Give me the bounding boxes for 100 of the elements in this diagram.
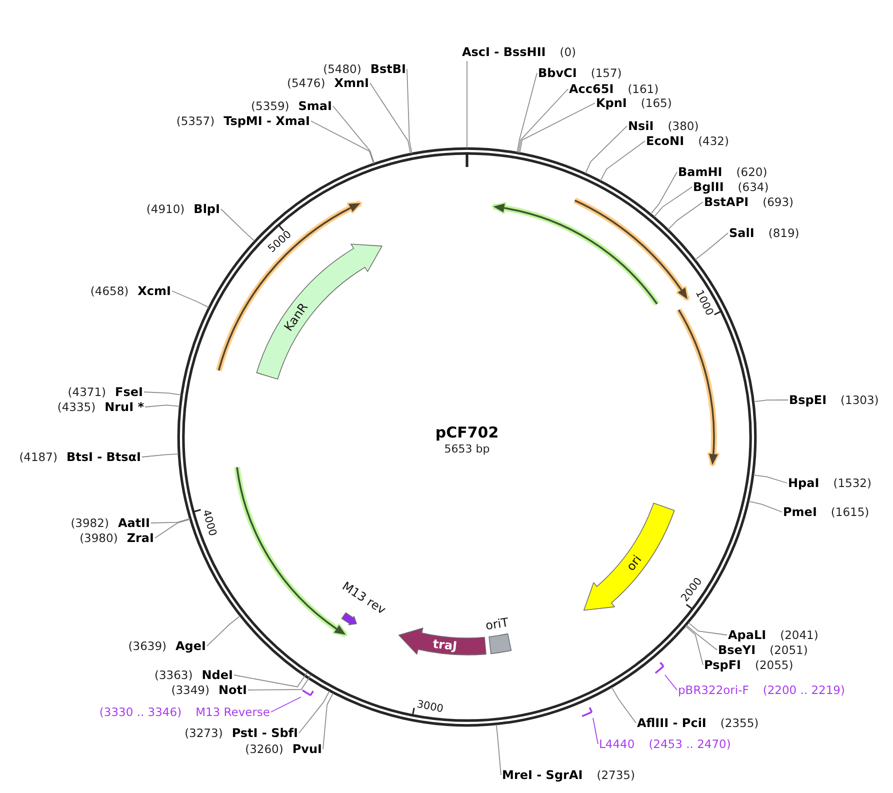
site-position: (3260) <box>245 741 284 757</box>
site-position: (620) <box>736 164 768 180</box>
enzyme-name: BstAPI <box>704 194 749 210</box>
leader-line <box>322 692 334 750</box>
site-position: (1615) <box>830 504 870 520</box>
leader-line <box>668 202 704 230</box>
leader-line <box>144 392 182 396</box>
enzyme-name: MreI - SgrAI <box>502 767 583 783</box>
leader-line <box>753 400 788 402</box>
enzyme-name: HpaI <box>788 475 820 491</box>
enzyme-name: BspEI <box>789 392 827 408</box>
enzyme-name: TspMI - XmaI <box>224 113 310 129</box>
site-position: (5480) <box>323 61 362 77</box>
enzyme-name: NruI * <box>104 399 144 415</box>
leader-line <box>248 674 312 690</box>
feature-label: ori <box>624 552 644 573</box>
enzyme-name: BtsI - BtsαI <box>66 449 141 465</box>
enzyme-name: SmaI <box>298 98 332 114</box>
primer-name: pBR322ori-F <box>678 682 749 698</box>
leader-line <box>270 696 302 712</box>
site-position: (157) <box>590 65 622 81</box>
primer-name: M13 Reverse <box>196 704 270 720</box>
enzyme-name: AscI - BssHII <box>462 44 546 60</box>
site-position: (2051) <box>770 642 808 658</box>
enzyme-name: ZraI <box>126 530 154 546</box>
site-position: (3349) <box>171 682 210 698</box>
site-position: (2735) <box>596 767 635 783</box>
site-position: (2355) <box>720 715 759 731</box>
site-position: (3982) <box>70 515 109 531</box>
leader-line <box>592 718 598 744</box>
enzyme-name: AatII <box>118 515 150 531</box>
primer-range: (2453 .. 2470) <box>648 736 731 752</box>
primer-range: (3330 .. 3346) <box>99 704 182 720</box>
primer-name: L4440 <box>599 736 635 752</box>
feature-label: M13 rev <box>340 580 388 616</box>
leader-line <box>466 60 468 148</box>
site-position: (5359) <box>251 98 290 114</box>
site-position: (1532) <box>833 475 872 491</box>
leader-line <box>585 126 628 174</box>
site-position: (4658) <box>90 283 129 299</box>
enzyme-name: BbvCI <box>538 65 577 81</box>
leader-line <box>144 404 180 408</box>
leader-line <box>685 626 704 666</box>
enzyme-name: FseI <box>115 384 143 400</box>
enzyme-name: EcoNI <box>646 133 684 149</box>
leader-line <box>496 724 502 776</box>
leader-line <box>519 102 596 154</box>
site-position: (165) <box>640 95 672 111</box>
enzyme-name: ApaLI <box>728 627 766 643</box>
site-position: (3363) <box>154 667 193 683</box>
leader-line <box>650 172 678 214</box>
site-position: (380) <box>668 118 699 134</box>
plasmid-name: pCF702 <box>435 426 499 440</box>
enzyme-name: AgeI <box>176 638 206 654</box>
leader-line <box>310 120 374 164</box>
leader-line <box>154 518 190 538</box>
leader-line <box>142 454 179 458</box>
site-position: (4910) <box>146 201 185 217</box>
leader-line <box>516 72 538 153</box>
enzyme-name: XmnI <box>334 75 369 91</box>
site-position: (2041) <box>780 627 818 643</box>
site-position: (5357) <box>176 113 215 129</box>
site-position: (3980) <box>80 530 118 546</box>
enzyme-name: NotI <box>218 682 247 698</box>
leader-line <box>206 616 241 646</box>
leader-line <box>298 690 330 734</box>
leader-line <box>150 518 190 524</box>
site-position: (0) <box>560 44 576 60</box>
site-position: (5476) <box>286 75 326 91</box>
leader-line <box>688 622 728 636</box>
primer-range: (2200 .. 2219) <box>762 682 845 698</box>
enzyme-name: SalI <box>729 225 754 241</box>
leader-line <box>748 500 782 512</box>
site-position: (432) <box>698 133 729 149</box>
enzyme-name: BamHI <box>678 164 722 180</box>
site-position: (634) <box>738 179 769 195</box>
site-position: (3639) <box>128 638 167 654</box>
site-position: (819) <box>768 225 800 241</box>
leader-line <box>664 674 678 690</box>
scale-label: 4000 <box>200 509 218 538</box>
scale-label: 1000 <box>694 288 715 318</box>
leader-line <box>234 672 308 688</box>
site-position: (4371) <box>68 384 106 400</box>
leader-line <box>694 232 728 260</box>
feature-label: oriT <box>484 616 509 632</box>
leader-line <box>518 88 568 154</box>
leader-line <box>332 106 375 164</box>
leader-line <box>172 290 210 308</box>
leader-line <box>600 140 646 182</box>
leader-line <box>753 474 788 484</box>
enzyme-name: PmeI <box>783 504 817 520</box>
enzyme-name: PvuI <box>292 741 322 757</box>
enzyme-name: XcmI <box>138 283 171 299</box>
plasmid-length: 5653 bp <box>444 444 490 454</box>
site-position: (693) <box>762 194 794 210</box>
site-position: (4187) <box>19 449 58 465</box>
leader-line <box>686 624 718 650</box>
site-position: (3273) <box>184 725 223 741</box>
enzyme-name: BstBI <box>370 61 406 77</box>
leader-line <box>370 82 411 154</box>
